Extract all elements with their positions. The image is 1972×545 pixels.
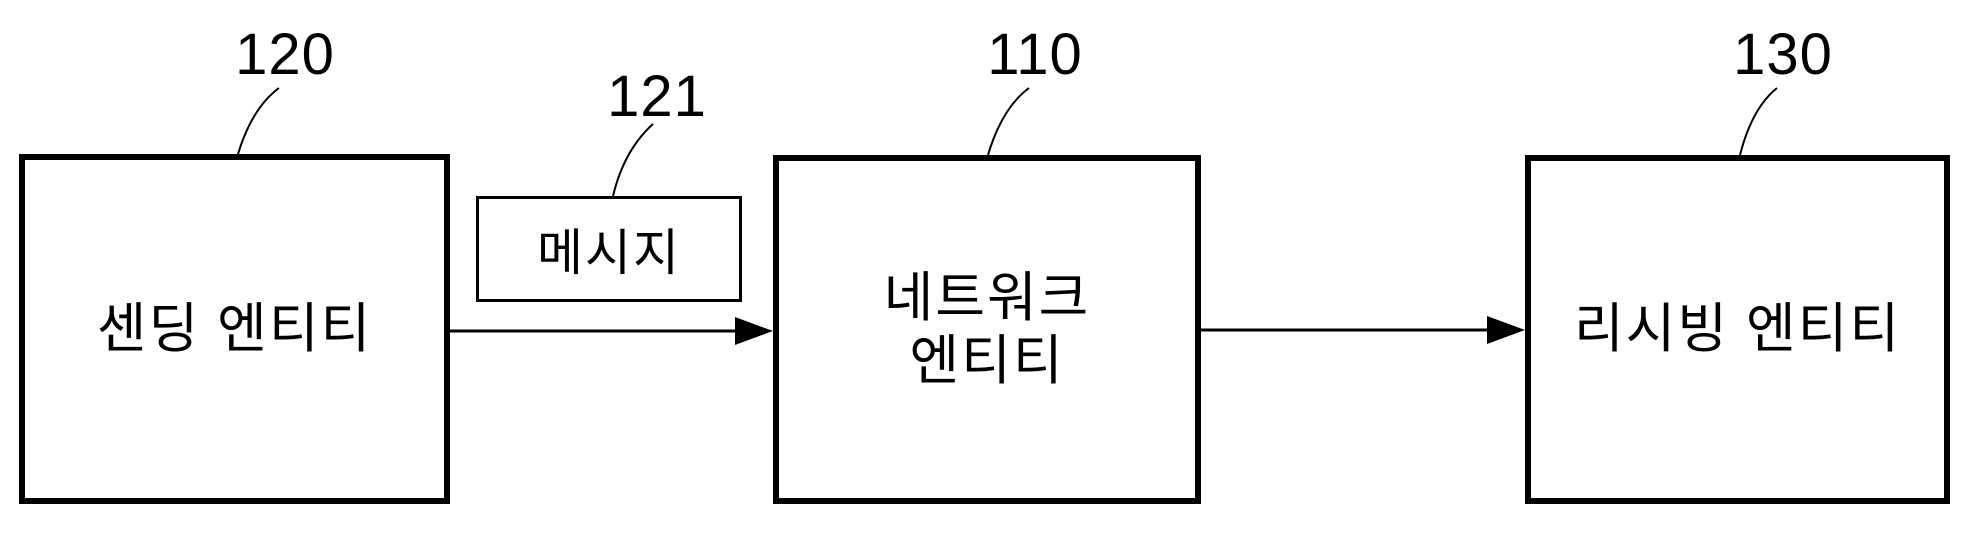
ref-number-network-entity: 110 [987,22,1083,87]
network-entity-label: 네트워크 엔티티 [883,268,1091,391]
sending-entity-label: 센딩 엔티티 [96,298,373,359]
arrowhead-network-to-receiving-icon [1487,316,1525,344]
ref-number-receiving-entity: 130 [1733,22,1833,87]
arrowhead-sending-to-network-icon [735,317,773,345]
message-label: 메시지 [537,225,681,281]
leader-line-120 [237,87,280,155]
leader-line-121 [612,123,654,197]
sending-entity-box: 센딩 엔티티 [19,154,450,504]
ref-number-sending-entity: 120 [235,22,335,87]
ref-number-message: 121 [607,64,707,129]
receiving-entity-label: 리시빙 엔티티 [1573,299,1902,360]
leader-line-110 [987,87,1030,156]
message-box: 메시지 [476,196,742,302]
leader-line-130 [1739,87,1778,156]
network-entity-box: 네트워크 엔티티 [773,155,1201,504]
receiving-entity-box: 리시빙 엔티티 [1525,155,1950,504]
